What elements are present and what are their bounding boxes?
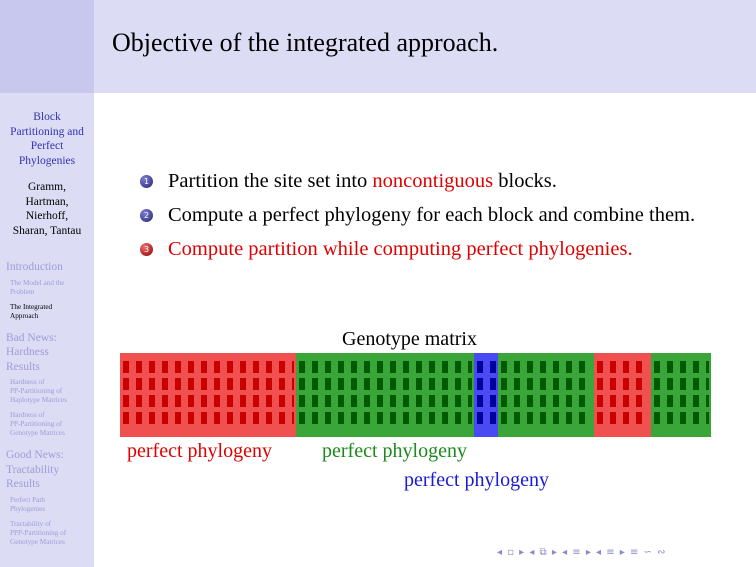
section-title-line: Tractability — [6, 463, 60, 476]
matrix-block-green — [498, 353, 594, 437]
subsection-line: Hardness of — [10, 378, 45, 386]
genotype-matrix — [120, 353, 711, 437]
sidebar-corner — [0, 0, 94, 93]
item-number-badge: 2 — [140, 209, 153, 222]
sidebar-authors: Gramm, Hartman, Nierhoff, Sharan, Tantau — [0, 180, 94, 238]
item-text: blocks. — [493, 170, 557, 192]
sidebar: Block Partitioning and Perfect Phylogeni… — [0, 0, 94, 567]
subsection-line: Haplotype Matrices — [10, 396, 67, 404]
author-line: Nierhoff, — [25, 210, 69, 222]
sidebar-title-line: Partitioning and — [10, 125, 84, 138]
subsection-line: Tractability of — [10, 519, 52, 528]
sidebar-title-line: Block — [33, 111, 61, 123]
sidebar-title[interactable]: Block Partitioning and Perfect Phylogeni… — [0, 110, 94, 168]
section-title-line: Hardness — [6, 346, 49, 358]
subsection-line: PP-Partitioning of — [10, 387, 63, 395]
item-highlight: noncontiguous — [372, 170, 494, 192]
section-title-line: Results — [6, 360, 40, 373]
sidebar-item-hardness-haplotype[interactable]: Hardness of PP-Partitioning of Haplotype… — [10, 378, 92, 405]
sidebar-nav: Introduction The Model and the Problem T… — [6, 260, 92, 553]
author-line: Hartman, — [25, 195, 69, 208]
sidebar-item-tractability-ppp[interactable]: Tractability of PPP-Partitioning of Geno… — [10, 520, 92, 547]
subsection-line: Problem — [10, 287, 35, 296]
subsection-line: The Integrated — [10, 302, 53, 311]
subsection-line: PP-Partitioning of — [10, 420, 63, 428]
sidebar-section-good-news[interactable]: Good News: Tractability Results — [6, 448, 92, 492]
matrix-block-green — [651, 353, 711, 437]
sidebar-title-line: Phylogenies — [18, 154, 76, 167]
matrix-block-red — [120, 353, 296, 437]
sidebar-item-model-problem[interactable]: The Model and the Problem — [10, 279, 92, 297]
subsection-line: Phylogenies — [10, 504, 46, 513]
beamer-navigation-symbols[interactable]: ◂ ▫ ▸ ◂ ⧉ ▸ ◂ ≡ ▸ ◂ ≡ ▸ ≡ ∽ ∾ — [497, 547, 667, 558]
list-item: 2 Compute a perfect phylogeny for each b… — [136, 201, 736, 229]
label-blue-block: perfect phylogeny — [404, 469, 549, 491]
matrix-block-blue — [474, 353, 498, 437]
section-title-line: Introduction — [6, 261, 63, 273]
frame-titlebar: Objective of the integrated approach. — [94, 0, 756, 93]
matrix-title: Genotype matrix — [342, 328, 477, 350]
subsection-line: PPP-Partitioning of — [10, 528, 67, 537]
list-item: 1 Partition the site set into noncontigu… — [136, 167, 736, 195]
sidebar-title-line: Perfect — [30, 140, 64, 152]
subsection-line: Hardness of — [10, 411, 45, 419]
label-red-block: perfect phylogeny — [127, 440, 272, 462]
sidebar-item-hardness-genotype[interactable]: Hardness of PP-Partitioning of Genotype … — [10, 411, 92, 438]
matrix-block-green — [296, 353, 474, 437]
sidebar-section-introduction[interactable]: Introduction — [6, 260, 92, 275]
subsection-line: The Model and the — [10, 278, 65, 287]
subsection-line: Genotype Matrices — [10, 537, 65, 546]
item-text: Compute a perfect phylogeny for each blo… — [168, 204, 696, 226]
frame-title: Objective of the integrated approach. — [112, 28, 499, 57]
subsection-line: Genotype Matrices — [10, 429, 65, 437]
sidebar-item-integrated-approach[interactable]: The Integrated Approach — [10, 303, 92, 321]
section-title-line: Bad News: — [6, 331, 57, 344]
sidebar-item-perfect-path[interactable]: Perfect Path Phylogenies — [10, 496, 92, 514]
subsection-line: Approach — [10, 311, 39, 320]
item-text: Partition the site set into — [168, 170, 373, 192]
subsection-line: Perfect Path — [10, 495, 45, 504]
section-title-line: Good News: — [6, 449, 64, 461]
list-item: 3 Compute partition while computing perf… — [136, 235, 736, 263]
item-number-badge: 1 — [140, 175, 153, 188]
item-text: Compute partition while computing perfec… — [168, 238, 633, 260]
author-line: Gramm, — [27, 181, 66, 193]
author-line: Sharan, Tantau — [12, 224, 82, 237]
matrix-block-red — [594, 353, 651, 437]
enumerate-list: 1 Partition the site set into noncontigu… — [136, 167, 736, 269]
sidebar-section-bad-news[interactable]: Bad News: Hardness Results — [6, 331, 92, 375]
item-number-badge: 3 — [140, 243, 153, 256]
section-title-line: Results — [6, 478, 40, 490]
label-green-block: perfect phylogeny — [322, 440, 467, 462]
